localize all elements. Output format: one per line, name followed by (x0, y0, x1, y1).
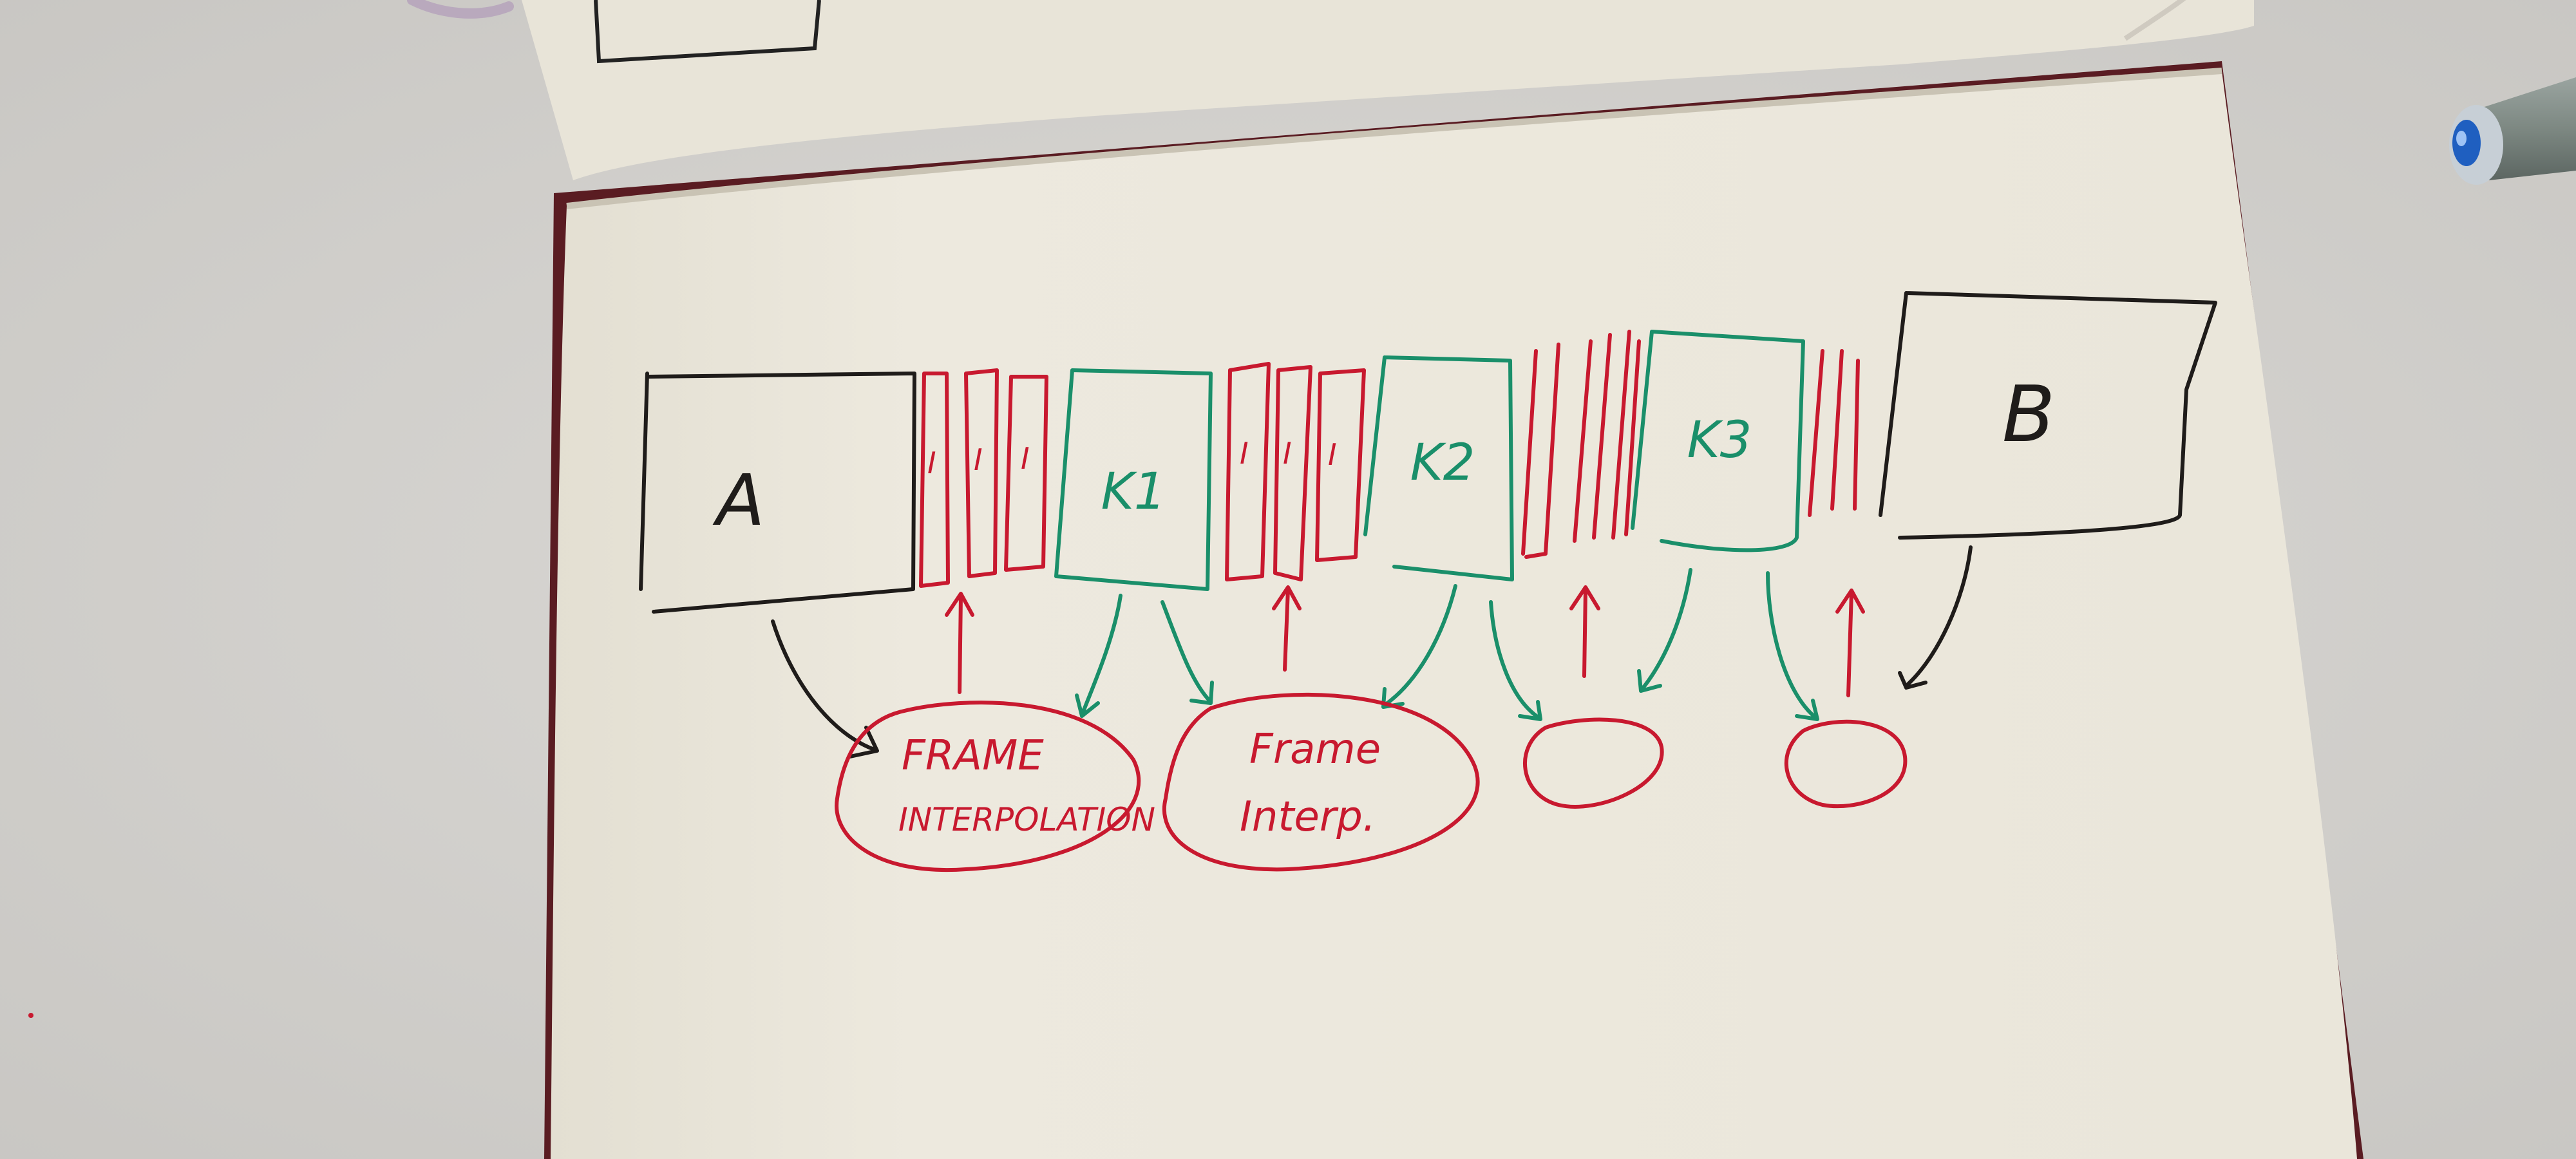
interp-frame-label: I (974, 442, 983, 477)
box-b (1879, 291, 2217, 540)
page-spine-shadow (566, 68, 2222, 209)
bubble-frame-interpolation (835, 701, 1141, 872)
desk-speck (28, 1013, 33, 1018)
box-k3 (1631, 330, 1805, 552)
interp-frame-label: I (1283, 436, 1292, 471)
box-a-label: A (712, 459, 764, 542)
box-b-label: B (2002, 370, 2055, 460)
box-a (639, 372, 916, 614)
bubble-2-line2: Interp. (1240, 793, 1376, 841)
cable (407, 0, 514, 19)
bubble-empty-2 (1785, 719, 1908, 809)
box-k3-label: K3 (1687, 411, 1752, 469)
pen (2449, 77, 2576, 185)
bubble-frame-interp (1162, 692, 1480, 872)
arrow-b-to-interp (1898, 545, 1973, 690)
bubble-2-line1: Frame (1249, 726, 1381, 773)
interp-frame-label: I (927, 446, 936, 480)
interp-frame-label: I (1021, 441, 1030, 476)
box-k2-label: K2 (1410, 434, 1475, 492)
bubble-1-line2: INTERPOLATION (898, 801, 1155, 838)
bubble-1-line1: FRAME (902, 732, 1044, 780)
interp-frame-label: I (1240, 436, 1249, 471)
box-k1-label: K1 (1101, 463, 1166, 521)
box-k2 (1363, 355, 1514, 581)
interp-frame-label: I (1328, 437, 1337, 472)
notebook-upper-page (522, 0, 2254, 180)
bubble-empty-1 (1522, 717, 1664, 809)
green-down-arrows (1075, 568, 1819, 721)
interp-frames-1 (919, 368, 1048, 588)
interp-frames-4 (1808, 349, 1860, 517)
box-k1 (1054, 368, 1213, 591)
upper-page-sketch-faint (2123, 0, 2186, 41)
notebook-page (551, 71, 2357, 1159)
interp-frames-2 (1225, 362, 1366, 581)
red-up-arrows (945, 585, 1865, 697)
upper-page-sketch (594, 0, 821, 64)
interp-frames-3 (1521, 330, 1641, 559)
storyboard-sketch: A I I I K1 I I I K2 (639, 291, 2217, 872)
